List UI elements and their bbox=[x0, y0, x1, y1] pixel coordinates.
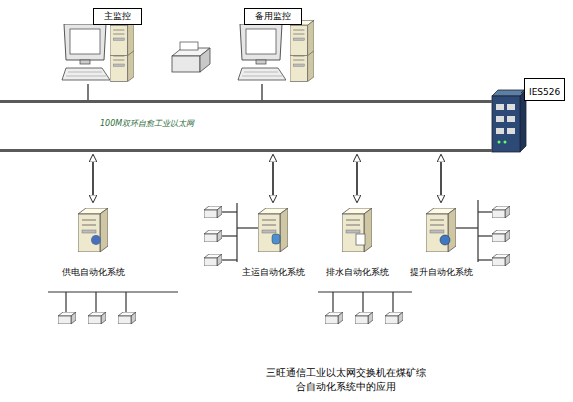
drawing-part bbox=[478, 259, 492, 260]
drawing-part bbox=[342, 208, 372, 252]
subsystem-servers bbox=[78, 208, 456, 252]
data-arrow bbox=[440, 155, 442, 202]
monitor-station: 备用监控 bbox=[222, 4, 328, 84]
drawing-part bbox=[258, 208, 288, 252]
subsystem-server: 供电自动化系统 bbox=[59, 205, 128, 279]
backup-workstation bbox=[238, 20, 314, 81]
device-tag: IES526 bbox=[524, 78, 565, 101]
printer bbox=[172, 42, 210, 72]
drawing-part bbox=[492, 230, 510, 242]
node-label: 主监控 bbox=[93, 8, 142, 25]
ethernet-switch bbox=[492, 89, 526, 152]
drawing-part bbox=[65, 292, 66, 313]
node-label: 主运自动化系统 bbox=[239, 266, 308, 279]
drawing-part bbox=[332, 292, 333, 313]
drawing-part bbox=[180, 42, 198, 50]
drawing-part bbox=[95, 292, 96, 313]
drawing-part bbox=[426, 208, 456, 252]
data-arrow bbox=[272, 155, 274, 202]
drawing-part bbox=[204, 230, 222, 242]
drawing-part bbox=[496, 116, 504, 122]
field-bus bbox=[48, 200, 492, 313]
drawing-part bbox=[222, 235, 237, 236]
drawing-part bbox=[88, 312, 106, 324]
subsystem-server: 排水自动化系统 bbox=[323, 205, 392, 279]
node-label: 提升自动化系统 bbox=[407, 266, 476, 279]
drawing-part bbox=[200, 48, 210, 72]
drawing-part bbox=[504, 141, 507, 144]
drawing-part bbox=[477, 200, 478, 262]
subsystem-server: 主运自动化系统 bbox=[239, 205, 308, 279]
drawing-part bbox=[492, 96, 520, 152]
network-link bbox=[87, 84, 88, 100]
drawing-part bbox=[204, 254, 222, 266]
drawing-part bbox=[91, 235, 101, 245]
drawing-part bbox=[496, 104, 504, 110]
drawing-part bbox=[222, 211, 237, 212]
data-arrow bbox=[92, 155, 94, 202]
drawing-part bbox=[48, 291, 178, 292]
drawing-part bbox=[222, 259, 237, 260]
subsystem-server: 提升自动化系统 bbox=[407, 205, 476, 279]
drawing-part bbox=[110, 20, 134, 55]
drawing-part bbox=[325, 312, 343, 324]
drawing-part bbox=[237, 227, 258, 228]
drawing-part bbox=[507, 116, 515, 122]
main-workstation bbox=[62, 20, 134, 81]
node-label: IES526 bbox=[529, 87, 560, 97]
drawing-part bbox=[318, 291, 412, 292]
drawing-part bbox=[78, 208, 108, 252]
drawing-part bbox=[478, 235, 492, 236]
field-devices bbox=[58, 206, 510, 324]
drawing-part bbox=[62, 24, 110, 80]
drawing-part bbox=[272, 234, 280, 244]
drawing-part bbox=[498, 141, 501, 144]
node-label: 供电自动化系统 bbox=[59, 266, 128, 279]
drawing-part bbox=[507, 128, 515, 134]
drawing-part bbox=[290, 20, 314, 55]
drawing-part bbox=[125, 292, 126, 313]
drawing-part bbox=[507, 104, 515, 110]
drawing-part bbox=[385, 312, 403, 324]
drawing-part bbox=[496, 128, 504, 134]
node-label: 100M双环自愈工业以太网 bbox=[100, 118, 194, 129]
drawing-part bbox=[204, 206, 222, 218]
node-label: 备用监控 bbox=[244, 8, 302, 25]
monitor-station: 主监控 bbox=[45, 4, 157, 84]
drawing-part bbox=[456, 227, 478, 228]
drawing-part bbox=[58, 312, 76, 324]
node-label: 排水自动化系统 bbox=[323, 266, 392, 279]
data-arrow bbox=[356, 155, 358, 202]
drawing-part bbox=[478, 211, 492, 212]
drawing-part bbox=[492, 206, 510, 218]
drawing-part bbox=[492, 254, 510, 266]
drawing-part bbox=[392, 292, 393, 313]
drawing-part bbox=[355, 312, 373, 324]
drawing-part bbox=[238, 24, 286, 80]
figure-caption: 三旺通信工业以太网交换机在煤矿综合自动化系统中的应用 bbox=[262, 366, 430, 393]
drawing-part bbox=[118, 312, 136, 324]
drawing-part bbox=[440, 235, 450, 245]
network-link bbox=[261, 84, 262, 100]
drawing-part bbox=[362, 292, 363, 313]
network-ring: 100M双环自愈工业以太网 bbox=[0, 100, 492, 152]
drawing-part bbox=[172, 56, 200, 72]
drawing-part bbox=[356, 234, 365, 245]
